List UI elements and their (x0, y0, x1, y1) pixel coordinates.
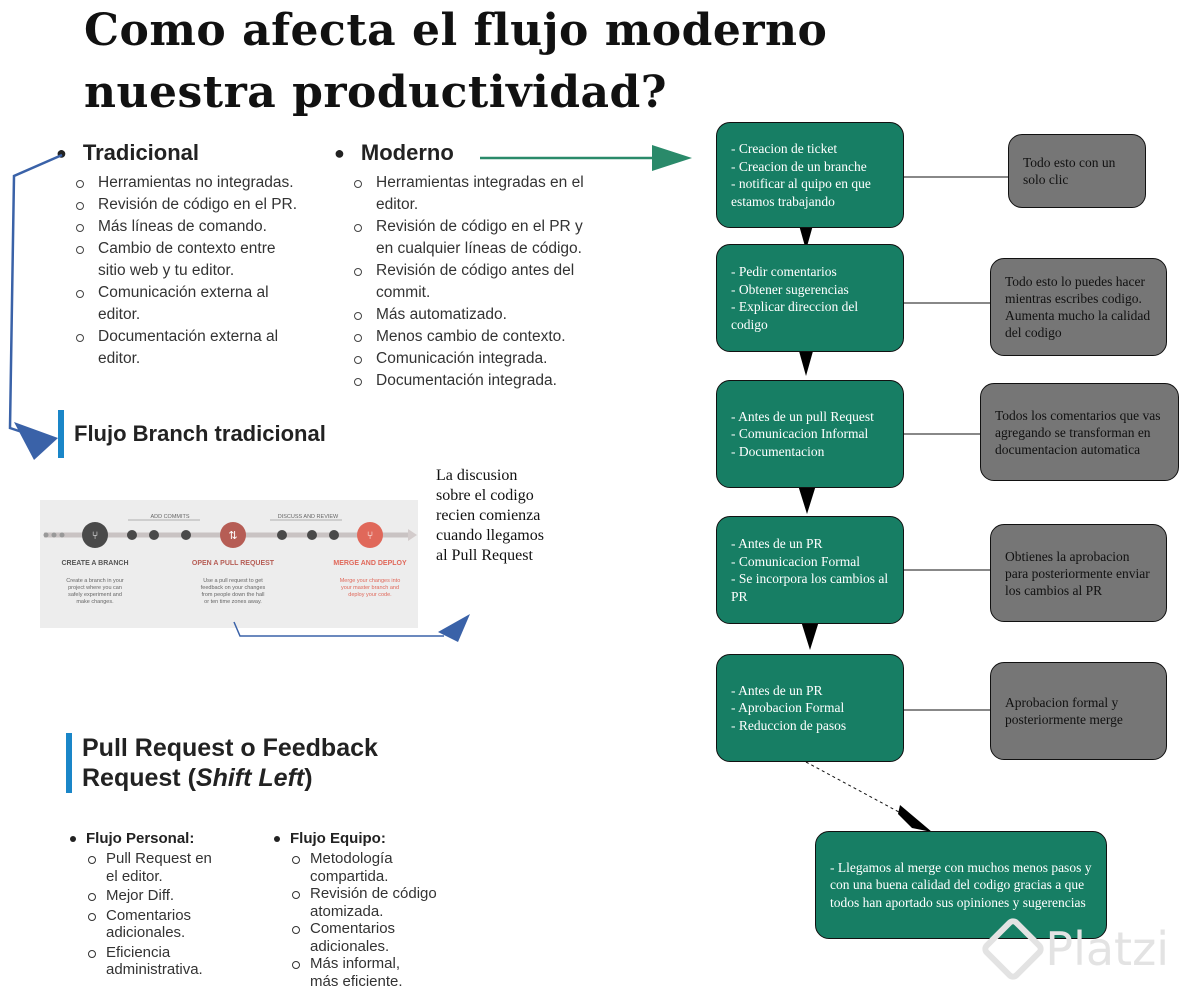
pull-request-heading-main: Pull Request o Feedback Request ( (82, 734, 378, 792)
flow-box-text: - Antes de un PR - Comunicacion Formal -… (731, 536, 889, 604)
moderno-list: Herramientas integradas en el editor. Re… (352, 172, 590, 392)
note-box-text: Todo esto con un solo clic (1023, 155, 1116, 187)
tradicional-list: Herramientas no integradas. Revisión de … (74, 172, 306, 370)
final-summary-text: - Llegamos al merge con muchos menos pas… (830, 859, 1092, 910)
arrow-head-icon (800, 618, 820, 650)
bullet-dot-icon: ● (334, 142, 345, 163)
list-item: Más informal, más eficiente. (290, 955, 430, 990)
list-item: Documentación externa al editor. (74, 326, 306, 370)
pull-request-heading: Pull Request o Feedback Request (Shift L… (66, 733, 442, 793)
step-title-create: CREATE A BRANCH (61, 560, 128, 567)
tradicional-heading: Tradicional (82, 140, 200, 165)
arrow-head-icon (438, 614, 470, 642)
flow-box-text: - Pedir comentarios - Obtener sugerencia… (731, 264, 859, 332)
platzi-watermark: Platzi (979, 915, 1169, 983)
merge-icon (357, 522, 383, 548)
pull-request-heading-italic: Shift Left (195, 764, 305, 792)
list-item: Más automatizado. (352, 304, 590, 326)
pull-request-icon (220, 522, 246, 548)
tradicional-section: ● Tradicional Herramientas no integradas… (56, 140, 336, 370)
github-flow-image: ADD COMMITS DISCUSS AND REVIEW ⑂ ⇅ ⑂ CRE… (40, 500, 418, 628)
list-item: Herramientas integradas en el editor. (352, 172, 590, 216)
list-item: Comentarios adicionales. (290, 920, 430, 955)
note-box-text: Todo esto lo puedes hacer mientras escri… (1005, 274, 1151, 340)
list-item: Comentarios adicionales. (86, 907, 216, 942)
svg-text:⇅: ⇅ (228, 530, 237, 542)
list-item: Menos cambio de contexto. (352, 326, 590, 348)
flujo-equipo-list: Flujo Equipo: Metodología compartida. Re… (270, 830, 460, 990)
step-title-merge: MERGE AND DEPLOY (333, 560, 407, 567)
list-item: Eficiencia administrativa. (86, 944, 216, 979)
list-item: Revisión de código antes del commit. (352, 260, 590, 304)
flow-box-text: - Antes de un pull Request - Comunicacio… (731, 408, 874, 459)
list-item: Revisión de código atomizada. (290, 885, 460, 920)
arrow-head-icon (797, 344, 815, 376)
arrow-head-icon (14, 422, 58, 460)
list-item: Mejor Diff. (86, 887, 246, 905)
connector-line (8, 153, 63, 434)
svg-text:⑂: ⑂ (367, 530, 374, 542)
phase-label-discuss: DISCUSS AND REVIEW (278, 514, 339, 520)
flow-box-1: - Creacion de ticket - Creacion de un br… (716, 122, 904, 228)
flow-box-text: - Antes de un PR - Aprobacion Formal - R… (731, 682, 847, 733)
note-box-1: Todo esto con un solo clic (1008, 134, 1146, 208)
flujo-branch-heading: Flujo Branch tradicional (58, 410, 326, 458)
list-item: Herramientas no integradas. (74, 172, 306, 194)
connector-line (805, 761, 911, 819)
step-desc-merge: Merge your changes into your master bran… (339, 578, 401, 598)
step-title-pr: OPEN A PULL REQUEST (192, 560, 275, 567)
flujo-personal-heading: Flujo Personal: (86, 830, 195, 847)
create-branch-icon (82, 522, 108, 548)
note-box-5: Aprobacion formal y posteriormente merge (990, 662, 1167, 760)
discusion-note: La discusion sobre el codigo recien comi… (436, 467, 544, 564)
note-box-text: Aprobacion formal y posteriormente merge (1005, 695, 1123, 727)
platzi-logo-icon (979, 915, 1048, 983)
flow-box-3: - Antes de un pull Request - Comunicacio… (716, 380, 904, 488)
list-item: Revisión de código en el PR. (74, 194, 306, 216)
list-item: Pull Request en el editor. (86, 850, 216, 885)
note-box-3: Todos los comentarios que vas agregando … (980, 383, 1179, 481)
final-summary-box: - Llegamos al merge con muchos menos pas… (815, 831, 1107, 939)
bullet-dot-icon: ● (56, 142, 67, 163)
page-title: Como afecta el flujo moderno nuestra pro… (84, 5, 828, 118)
flow-box-2: - Pedir comentarios - Obtener sugerencia… (716, 244, 904, 352)
flujo-equipo-heading: Flujo Equipo: (290, 830, 386, 847)
step-desc-pr: Use a pull request to get feedback on yo… (200, 578, 266, 605)
pull-request-heading-close: ) (304, 764, 313, 792)
list-item: Más líneas de comando. (74, 216, 306, 238)
flujo-personal-list: Flujo Personal: Pull Request en el edito… (66, 830, 246, 979)
moderno-heading: Moderno (360, 140, 454, 165)
watermark-text: Platzi (1045, 922, 1169, 976)
flow-box-4: - Antes de un PR - Comunicacion Formal -… (716, 516, 904, 624)
note-box-2: Todo esto lo puedes hacer mientras escri… (990, 258, 1167, 356)
flow-graphic: ADD COMMITS DISCUSS AND REVIEW ⑂ ⇅ ⑂ CRE… (43, 514, 417, 567)
connector-line (233, 621, 444, 637)
list-item: Metodología compartida. (290, 850, 450, 885)
arrow-head-icon (652, 145, 692, 171)
list-item: Documentación integrada. (352, 370, 590, 392)
flow-box-5: - Antes de un PR - Aprobacion Formal - R… (716, 654, 904, 762)
svg-text:⑂: ⑂ (92, 530, 99, 542)
flow-box-text: - Creacion de ticket - Creacion de un br… (731, 141, 871, 209)
list-item: Comunicación externa al editor. (74, 282, 306, 326)
arrow-head-icon (898, 805, 932, 832)
list-item: Revisión de código en el PR y en cualqui… (352, 216, 590, 260)
note-box-text: Todos los comentarios que vas agregando … (995, 407, 1161, 457)
list-item: Cambio de contexto entre sitio web y tu … (74, 238, 306, 282)
phase-label-add-commits: ADD COMMITS (150, 514, 189, 520)
note-box-text: Obtienes la aprobacion para posteriormen… (1005, 548, 1150, 598)
arrow-head-icon (797, 482, 817, 514)
note-box-4: Obtienes la aprobacion para posteriormen… (990, 524, 1167, 622)
list-item: Comunicación integrada. (352, 348, 590, 370)
step-desc-create: Create a branch in your project where yo… (66, 578, 124, 605)
moderno-section: ● Moderno Herramientas integradas en el … (334, 140, 594, 392)
